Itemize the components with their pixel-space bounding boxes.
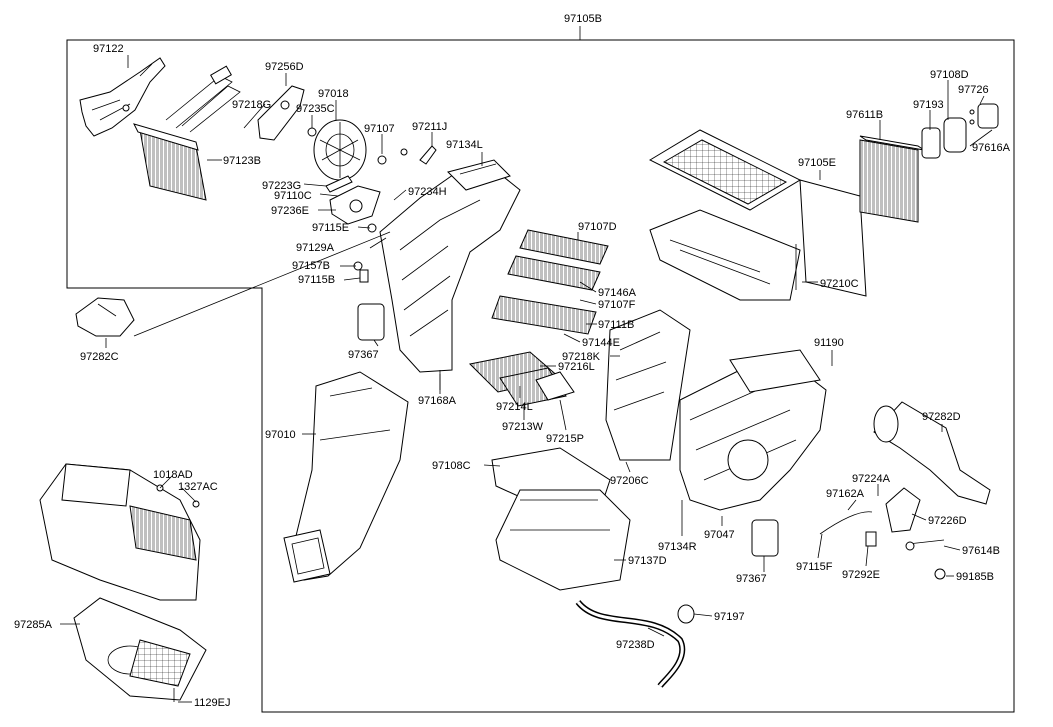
label-97367b: 97367	[736, 573, 767, 585]
evaporator-part	[859, 103, 999, 223]
label-97115B: 97115B	[298, 274, 335, 286]
label-97235C: 97235C	[296, 103, 335, 115]
label-97197: 97197	[714, 611, 745, 623]
part-labels: 97105B 97122 97256D 97018 97218G 97235C …	[14, 13, 1011, 709]
label-97146A: 97146A	[598, 287, 637, 299]
label-97218K: 97218K	[562, 351, 601, 363]
label-97107: 97107	[364, 123, 395, 135]
label-97123B: 97123B	[223, 155, 261, 167]
label-97107D: 97107D	[578, 221, 617, 233]
label-97144E: 97144E	[582, 337, 620, 349]
label-97115E: 97115E	[312, 222, 349, 234]
label-97256D: 97256D	[265, 61, 304, 73]
label-99185B: 99185B	[956, 571, 994, 583]
label-97238D: 97238D	[616, 639, 655, 651]
label-97134R: 97134R	[658, 541, 697, 553]
label-97614B: 97614B	[962, 545, 1000, 557]
label-97206C: 97206C	[610, 475, 649, 487]
label-97110C: 97110C	[274, 190, 312, 202]
label-97105B: 97105B	[564, 13, 602, 25]
label-97224A: 97224A	[852, 473, 891, 485]
door-grid-parts	[468, 229, 609, 407]
label-97216L: 97216L	[558, 361, 595, 373]
label-97213W: 97213W	[502, 421, 544, 433]
label-97162A: 97162A	[826, 488, 865, 500]
drain-hose-part	[575, 599, 695, 688]
actuator-part	[325, 175, 381, 283]
label-97616A: 97616A	[972, 142, 1011, 154]
label-97111B: 97111B	[598, 319, 634, 331]
label-97115F: 97115F	[796, 561, 833, 573]
blower-motor-part	[257, 85, 437, 181]
assembly-frame	[66, 39, 1015, 713]
label-97168A: 97168A	[418, 395, 457, 407]
label-97108D: 97108D	[930, 69, 969, 81]
label-97292E: 97292E	[842, 569, 880, 581]
label-97726: 97726	[958, 84, 989, 96]
label-97236E: 97236E	[271, 205, 309, 217]
leader-lines	[60, 55, 993, 703]
label-97218G: 97218G	[232, 99, 271, 111]
label-97215P: 97215P	[546, 433, 584, 445]
label-91190: 91190	[814, 337, 844, 349]
main-case-part	[605, 309, 827, 511]
filter-housing-part	[648, 129, 867, 301]
label-97211J: 97211J	[412, 121, 447, 133]
label-97047: 97047	[704, 529, 735, 541]
duct-part	[283, 371, 409, 583]
side-ducts-part	[75, 297, 991, 505]
label-97107F: 97107F	[598, 299, 636, 311]
pipe-bracket-part	[79, 57, 166, 137]
label-1018AD: 1018AD	[153, 469, 193, 481]
label-97282D: 97282D	[922, 411, 961, 423]
heater-core-part	[133, 65, 241, 201]
label-97285A: 97285A	[14, 619, 53, 631]
label-97137D: 97137D	[628, 555, 667, 567]
label-97611B: 97611B	[846, 109, 883, 121]
label-97223G: 97223G	[262, 180, 301, 192]
label-97129A: 97129A	[296, 242, 335, 254]
label-97210C: 97210C	[820, 278, 859, 290]
assembly-overview-part	[39, 463, 207, 702]
label-97018: 97018	[318, 88, 349, 100]
label-97214L: 97214L	[496, 401, 533, 413]
small-right-parts	[357, 303, 946, 580]
label-97134L: 97134L	[446, 139, 483, 151]
label-1129EJ: 1129EJ	[194, 697, 231, 709]
label-97193: 97193	[913, 99, 944, 111]
label-97226D: 97226D	[928, 515, 967, 527]
label-97234H: 97234H	[408, 186, 447, 198]
label-97010: 97010	[265, 429, 296, 441]
label-97108C: 97108C	[432, 460, 471, 472]
label-97282C: 97282C	[80, 351, 119, 363]
label-97157B: 97157B	[292, 260, 330, 272]
lower-case-part	[491, 447, 631, 591]
label-97122: 97122	[93, 43, 124, 55]
label-97367a: 97367	[348, 349, 379, 361]
label-1327AC: 1327AC	[178, 481, 218, 493]
heater-case-part	[379, 159, 521, 390]
label-97105E: 97105E	[798, 157, 836, 169]
